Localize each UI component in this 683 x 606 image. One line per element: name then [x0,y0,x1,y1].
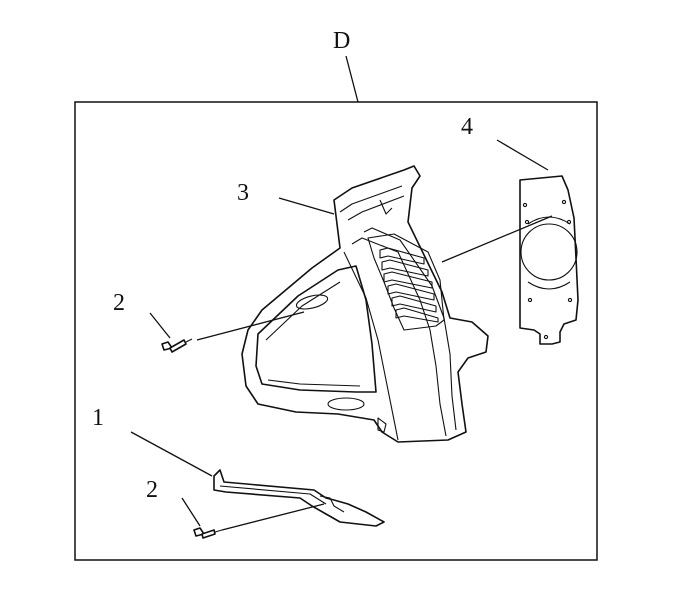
callout-4: 4 [461,114,473,140]
leader-part-4 [496,139,549,171]
assembly-axis-part-4 [441,215,553,263]
leader-part-3 [278,197,335,215]
group-label-d: D [333,28,350,54]
leader-part-1 [130,431,213,477]
leader-part-2-lower [181,497,201,527]
part-1-bottom-plate [213,469,385,527]
callout-1: 1 [92,405,104,431]
assembly-axis-screw-upper [196,311,305,341]
callout-2-upper: 2 [113,290,125,316]
group-label-leader [345,55,359,103]
part-2-screw-upper [161,338,193,353]
callout-2-lower: 2 [146,477,158,503]
part-4-gasket-plate [519,175,579,345]
assembly-frame [74,101,598,561]
part-2-screw-lower [193,527,223,539]
part-3-shroud [241,165,489,443]
leader-part-2-upper [149,312,171,339]
callout-3: 3 [237,180,249,206]
assembly-axis-screw-lower [221,503,325,531]
